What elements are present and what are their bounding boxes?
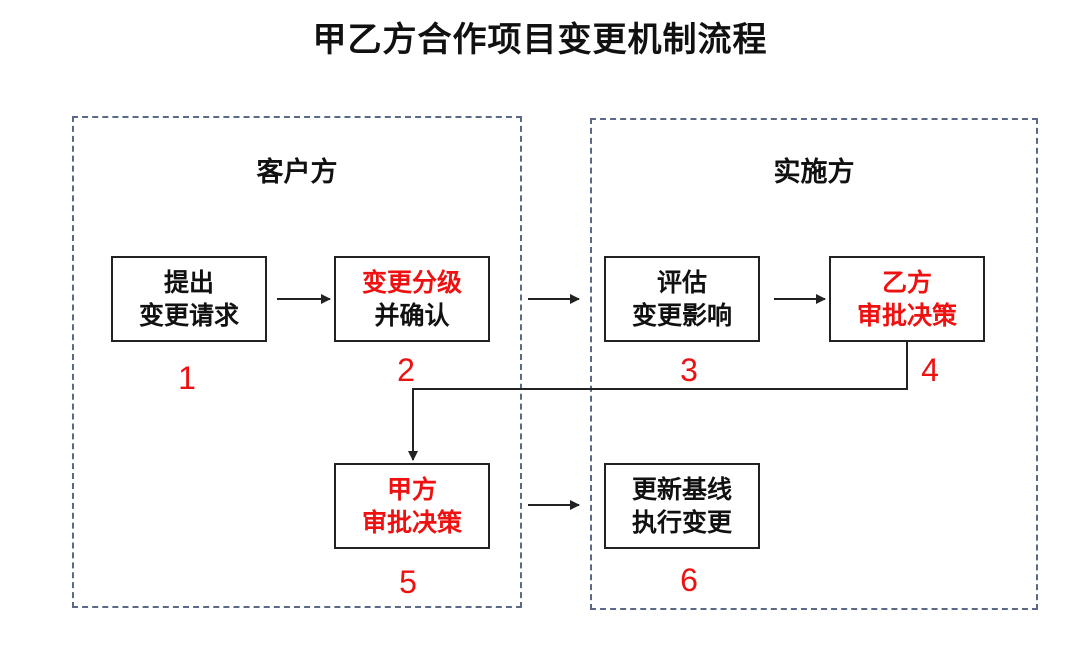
step-3-line2: 变更影响: [631, 301, 732, 330]
step-box-assess-impact: 评估 变更影响: [604, 256, 760, 342]
step-5-number: 5: [399, 564, 417, 600]
step-5-line1: 甲方: [386, 475, 437, 504]
step-1-line1: 提出: [163, 268, 214, 297]
step-6-line2: 执行变更: [631, 508, 732, 537]
step-2-line2: 并确认: [374, 301, 450, 330]
step-box-classify-confirm: 变更分级 并确认: [334, 256, 490, 342]
step-2-line1: 变更分级: [361, 268, 462, 297]
lane-client: [72, 116, 522, 608]
step-box-vendor-approval: 乙方 审批决策: [829, 256, 985, 342]
step-3-number: 3: [680, 352, 698, 388]
step-6-line1: 更新基线: [631, 475, 732, 504]
lane-implementer: [590, 118, 1038, 610]
page-title: 甲乙方合作项目变更机制流程: [312, 20, 768, 60]
step-4-line2: 审批决策: [856, 301, 957, 330]
lane-implementer-title: 实施方: [773, 157, 855, 188]
step-5-line2: 审批决策: [361, 508, 462, 537]
step-4-line1: 乙方: [881, 268, 932, 297]
step-1-number: 1: [178, 360, 196, 396]
lane-client-title: 客户方: [256, 157, 338, 188]
arrow-step4-to-step5: [408, 342, 908, 461]
step-3-line1: 评估: [656, 268, 707, 297]
step-box-submit-request: 提出 变更请求: [111, 256, 267, 342]
step-2-number: 2: [397, 352, 415, 388]
step-6-number: 6: [680, 562, 698, 598]
step-box-client-approval: 甲方 审批决策: [334, 463, 490, 549]
step-4-number: 4: [921, 352, 939, 388]
step-1-line2: 变更请求: [138, 301, 239, 330]
step-box-update-baseline: 更新基线 执行变更: [604, 463, 760, 549]
